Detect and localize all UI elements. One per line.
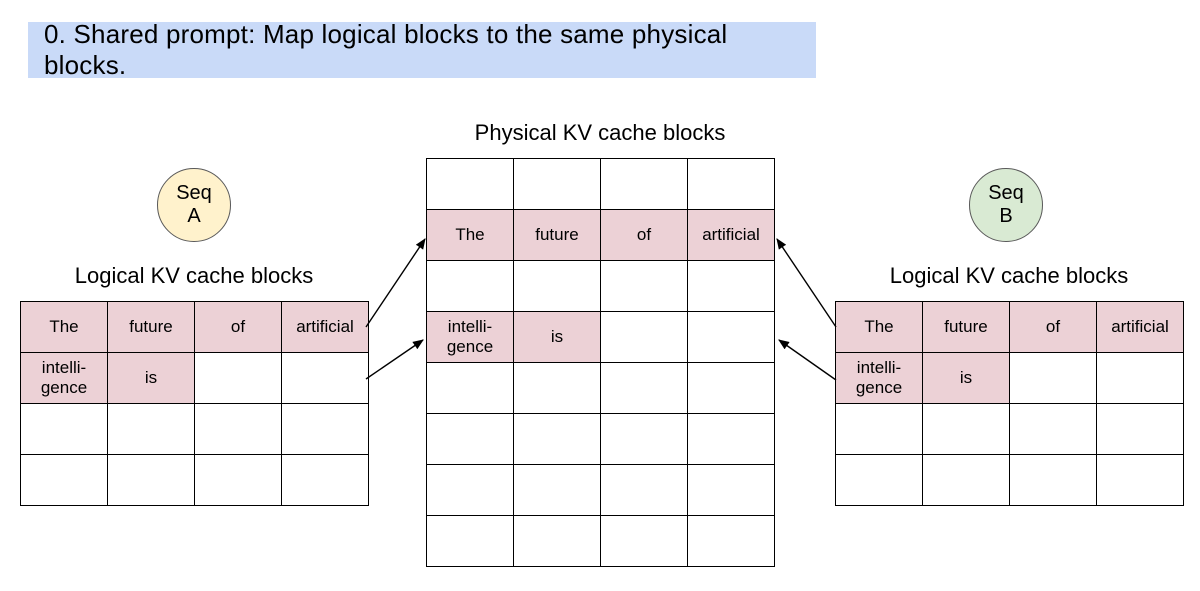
cell: The	[20, 301, 108, 353]
physical-kv-table: The future of artificial intelli- gence …	[426, 158, 775, 567]
title-text: 0. Shared prompt: Map logical blocks to …	[44, 19, 728, 80]
cell	[281, 352, 369, 404]
table-row	[426, 260, 775, 312]
table-row: The future of artificial	[835, 301, 1184, 353]
cell	[600, 515, 688, 567]
cell: artificial	[687, 209, 775, 261]
cell	[1009, 454, 1097, 506]
cell: intelli- gence	[20, 352, 108, 404]
physical-table-heading: Physical KV cache blocks	[474, 120, 726, 145]
cell	[600, 158, 688, 210]
cell	[281, 454, 369, 506]
cell	[687, 515, 775, 567]
seq-b-badge: Seq B	[969, 168, 1043, 242]
cell	[922, 403, 1010, 455]
cell: future	[107, 301, 195, 353]
seq-a-logical-heading: Logical KV cache blocks	[74, 263, 314, 288]
table-row	[20, 454, 369, 506]
cell	[1096, 454, 1184, 506]
cell	[687, 260, 775, 312]
arrow-seq-a-block2-to-physical	[365, 339, 424, 380]
cell	[513, 362, 601, 414]
table-row: The future of artificial	[426, 209, 775, 261]
table-row: intelli- gence is	[20, 352, 369, 404]
cell: is	[922, 352, 1010, 404]
cell	[426, 413, 514, 465]
table-row	[835, 403, 1184, 455]
cell	[687, 158, 775, 210]
cell	[1096, 352, 1184, 404]
cell	[922, 454, 1010, 506]
seq-a-badge: Seq A	[157, 168, 231, 242]
cell	[600, 362, 688, 414]
cell	[513, 158, 601, 210]
table-row: intelli- gence is	[835, 352, 1184, 404]
cell	[1096, 403, 1184, 455]
cell	[600, 464, 688, 516]
arrow-seq-b-block2-to-physical	[778, 339, 837, 381]
table-row	[20, 403, 369, 455]
cell: The	[835, 301, 923, 353]
cell	[513, 260, 601, 312]
cell	[1009, 403, 1097, 455]
cell	[20, 403, 108, 455]
arrow-seq-a-block1-to-physical	[365, 238, 426, 328]
table-row	[426, 515, 775, 567]
cell	[835, 454, 923, 506]
seq-b-logical-table: The future of artificial intelli- gence …	[835, 301, 1184, 506]
cell	[513, 413, 601, 465]
cell: of	[194, 301, 282, 353]
cell: of	[600, 209, 688, 261]
cell: is	[513, 311, 601, 363]
table-row: intelli- gence is	[426, 311, 775, 363]
table-row	[426, 464, 775, 516]
cell	[687, 311, 775, 363]
cell	[194, 454, 282, 506]
cell	[107, 454, 195, 506]
cell	[835, 403, 923, 455]
cell	[426, 260, 514, 312]
seq-a-logical-table: The future of artificial intelli- gence …	[20, 301, 369, 506]
cell: future	[922, 301, 1010, 353]
cell	[426, 362, 514, 414]
cell: The	[426, 209, 514, 261]
cell: artificial	[1096, 301, 1184, 353]
cell	[194, 403, 282, 455]
cell	[600, 311, 688, 363]
cell	[687, 362, 775, 414]
cell: is	[107, 352, 195, 404]
cell	[600, 413, 688, 465]
cell	[426, 515, 514, 567]
table-row: The future of artificial	[20, 301, 369, 353]
cell: artificial	[281, 301, 369, 353]
arrow-seq-b-block1-to-physical	[776, 238, 837, 328]
table-row	[426, 362, 775, 414]
title-banner: 0. Shared prompt: Map logical blocks to …	[28, 19, 816, 80]
cell	[281, 403, 369, 455]
cell: intelli- gence	[426, 311, 514, 363]
cell	[107, 403, 195, 455]
cell	[600, 260, 688, 312]
cell	[194, 352, 282, 404]
cell	[426, 158, 514, 210]
cell	[20, 454, 108, 506]
cell: intelli- gence	[835, 352, 923, 404]
seq-b-logical-heading: Logical KV cache blocks	[889, 263, 1129, 288]
cell	[687, 413, 775, 465]
table-row	[835, 454, 1184, 506]
table-row	[426, 158, 775, 210]
cell	[426, 464, 514, 516]
cell	[687, 464, 775, 516]
cell	[1009, 352, 1097, 404]
table-row	[426, 413, 775, 465]
cell	[513, 464, 601, 516]
cell: future	[513, 209, 601, 261]
cell	[513, 515, 601, 567]
cell: of	[1009, 301, 1097, 353]
